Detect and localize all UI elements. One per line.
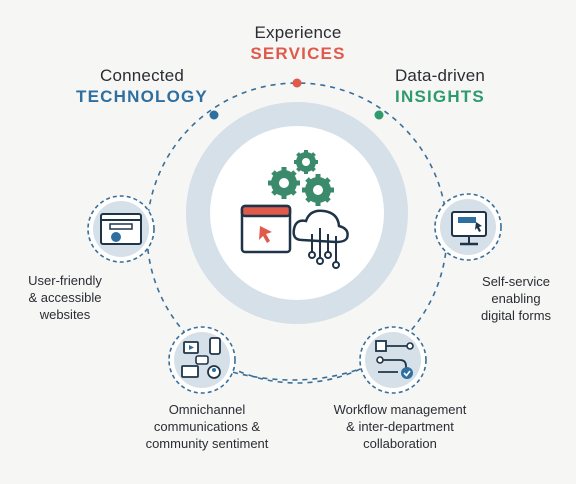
browser-cursor-icon [240,204,292,254]
caption-line: enabling [491,291,541,306]
insights-marker [374,110,384,120]
caption-line: websites [39,307,91,322]
services-label-top: Experience [254,23,342,42]
feature-caption-digital-forms: Self-service enabling digital forms [458,273,574,324]
services-marker [292,78,302,88]
bottom-connector [194,359,383,381]
services-label: Experience SERVICES [218,24,378,62]
workflow-icon [359,326,427,394]
caption-line: & accessible [28,290,102,305]
services-label-bottom: SERVICES [250,44,346,63]
website-icon [87,195,155,263]
cloud-network-icon [292,209,349,269]
caption-line: community sentiment [145,436,269,451]
technology-label: Connected TECHNOLOGY [62,67,222,105]
feature-caption-workflow: Workflow management & inter-department c… [316,401,484,452]
digital-form-icon [434,193,502,261]
technology-label-top: Connected [99,66,185,85]
omnichannel-icon [168,326,236,394]
technology-marker [209,110,219,120]
caption-line: Self-service [482,274,550,289]
caption-line: User-friendly [28,273,102,288]
insights-label: Data-driven INSIGHTS [360,67,520,105]
caption-line: & inter-department [346,419,454,434]
caption-line: Omnichannel [168,402,246,417]
caption-line: communications & [153,419,261,434]
insights-label-top: Data-driven [394,66,486,85]
insights-label-bottom: INSIGHTS [395,87,485,106]
caption-line: Workflow management [333,402,467,417]
caption-line: collaboration [363,436,437,451]
technology-label-bottom: TECHNOLOGY [76,87,208,106]
feature-caption-omnichannel: Omnichannel communications & community s… [122,401,292,452]
caption-line: digital forms [480,308,552,323]
feature-caption-websites: User-friendly & accessible websites [6,272,124,323]
gears-icon [268,150,334,206]
inner-circle [210,126,384,300]
